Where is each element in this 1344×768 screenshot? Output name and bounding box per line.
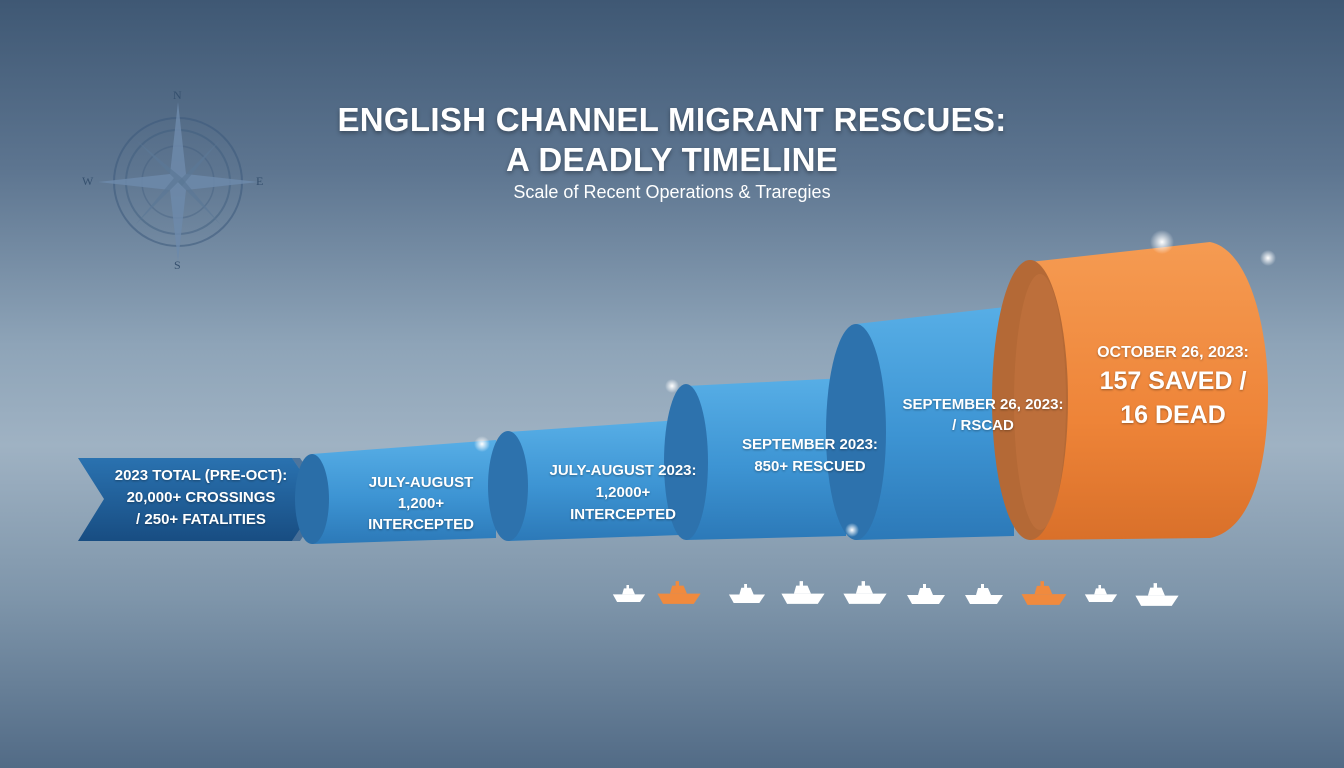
segment-1-line-3: INTERCEPTED [368, 516, 474, 533]
segment-2-label: JULY-AUGUST 2023: 1,2000+ INTERCEPTED [536, 460, 710, 526]
compass-west-label: W [82, 174, 94, 188]
boat-icon [781, 581, 825, 604]
boat-icon [965, 584, 1003, 604]
boat-icon [612, 585, 646, 602]
compass-north-label: N [173, 88, 182, 102]
title-line-2: A DEADLY TIMELINE [505, 141, 839, 178]
segment-2-tube [488, 420, 680, 541]
segment-5-line-3: 16 DEAD [1120, 401, 1226, 429]
segment-0-line-3: / 250+ FATALITIES [136, 511, 266, 528]
segment-1-line-2: 1,200+ [397, 495, 445, 512]
segment-5-label: OCTOBER 26, 2023: 157 SAVED / 16 DEAD [1080, 342, 1266, 432]
segment-4-tube [826, 306, 1014, 540]
segment-4-line-2: / RSCAD [952, 417, 1014, 434]
boat-icon [1135, 583, 1179, 606]
page-title: ENGLISH CHANNEL MIGRANT RESCUES: A DEADL… [180, 100, 1164, 180]
compass-east-label: E [256, 174, 264, 188]
page-subtitle: Scale of Recent Operations & Traregies [513, 182, 831, 202]
title-line-1: ENGLISH CHANNEL MIGRANT RESCUES: [337, 101, 1007, 138]
segment-1-label: JULY-AUGUST 1,200+ INTERCEPTED [336, 472, 506, 535]
segment-0-line-2: 20,000+ CROSSINGS [126, 489, 276, 506]
segment-5-line-1: OCTOBER 26, 2023: [1097, 344, 1249, 361]
segment-3-label: SEPTEMBER 2023: 850+ RESCUED [720, 434, 900, 478]
segment-3-line-2: 850+ RESCUED [754, 458, 866, 475]
segment-0-label: 2023 TOTAL (PRE-OCT): 20,000+ CROSSINGS … [86, 465, 316, 531]
segment-2-line-3: INTERCEPTED [570, 506, 676, 523]
boat-icon [657, 581, 701, 604]
segment-2-line-1: JULY-AUGUST 2023: [549, 462, 697, 479]
segment-5-tube [992, 242, 1268, 540]
boat-icon [728, 584, 766, 603]
segment-1-tube [295, 440, 496, 544]
segment-3-line-1: SEPTEMBER 2023: [742, 436, 878, 453]
boat-icon [907, 584, 945, 604]
segment-2-line-2: 1,2000+ [595, 484, 651, 501]
compass-south-label: S [174, 258, 181, 272]
segment-1-line-1: JULY-AUGUST [368, 474, 474, 491]
segment-0-arrow [78, 458, 320, 541]
segment-0-line-1: 2023 TOTAL (PRE-OCT): [114, 467, 288, 484]
segment-4-label: SEPTEMBER 26, 2023: / RSCAD [890, 394, 1076, 436]
boat-icon [1084, 585, 1118, 602]
compass-graphic [98, 102, 258, 262]
segment-4-line-1: SEPTEMBER 26, 2023: [902, 396, 1064, 413]
segment-3-tube [664, 378, 846, 540]
boat-icon [843, 581, 887, 604]
boat-icon [1021, 581, 1067, 605]
compass-rose-icon: N S E W [82, 88, 266, 272]
segment-5-line-2: 157 SAVED / [1099, 367, 1247, 395]
